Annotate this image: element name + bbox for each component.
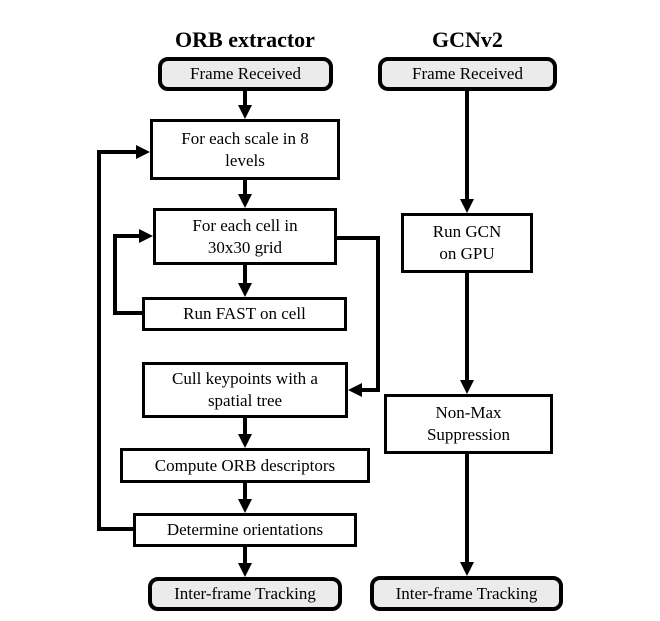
node-label: Frame Received <box>190 64 301 83</box>
node-inter-frame-tracking-right: Inter-frame Tracking <box>370 576 563 611</box>
node-label: Run FAST on cell <box>183 304 306 323</box>
node-run-gcn-on-gpu: Run GCN on GPU <box>401 213 533 273</box>
node-frame-received-right: Frame Received <box>378 57 557 91</box>
node-determine-orientations: Determine orientations <box>133 513 357 547</box>
node-label: Inter-frame Tracking <box>395 583 538 603</box>
arrow-cull-to-compute <box>238 418 252 448</box>
node-label-line2: Suppression <box>426 425 511 444</box>
node-label: Compute ORB descriptors <box>154 455 336 475</box>
node-label: Frame Received <box>412 64 523 83</box>
node-cull-keypoints: Cull keypoints with a spatial tree <box>142 362 348 418</box>
column-title-orb-extractor: ORB extractor <box>175 27 315 52</box>
node-label-line2: spatial tree <box>207 391 283 410</box>
node-for-each-scale: For each scale in 8 levels <box>150 119 340 180</box>
arrow-orient-to-tracking <box>238 547 252 577</box>
column-title-gcnv2: GCNv2 <box>432 27 503 52</box>
node-inter-frame-tracking-left: Inter-frame Tracking <box>148 577 342 611</box>
arrow-compute-to-orient <box>238 483 252 513</box>
node-label-line1: Non-Max <box>435 403 502 422</box>
node-non-max-suppression: Non-Max Suppression <box>384 394 553 454</box>
node-label-line1: Cull keypoints with a <box>172 369 318 388</box>
arrow-cell-to-fast <box>238 265 252 297</box>
node-compute-orb-descriptors: Compute ORB descriptors <box>120 448 370 483</box>
node-label-line2: 30x30 grid <box>207 237 283 257</box>
arrow-scale-to-cell <box>238 180 252 208</box>
node-label-line2: levels <box>225 150 265 170</box>
arrow-frame-to-gcn <box>460 91 474 213</box>
node-run-fast: Run FAST on cell <box>142 297 347 331</box>
arrow-frame-to-scale <box>238 91 252 119</box>
node-for-each-cell: For each cell in 30x30 grid <box>153 208 337 265</box>
node-label: Inter-frame Tracking <box>174 584 316 603</box>
arrow-nonmax-to-tracking <box>460 454 474 576</box>
node-label-line1: For each cell in <box>192 215 298 235</box>
arrow-gcn-to-nonmax <box>460 273 474 394</box>
node-label-line1: Run GCN <box>432 222 502 241</box>
node-label-line2: on GPU <box>439 244 495 263</box>
node-frame-received-left: Frame Received <box>158 57 333 91</box>
node-label-line1: For each scale in 8 <box>181 128 309 148</box>
node-label: Determine orientations <box>166 520 324 539</box>
